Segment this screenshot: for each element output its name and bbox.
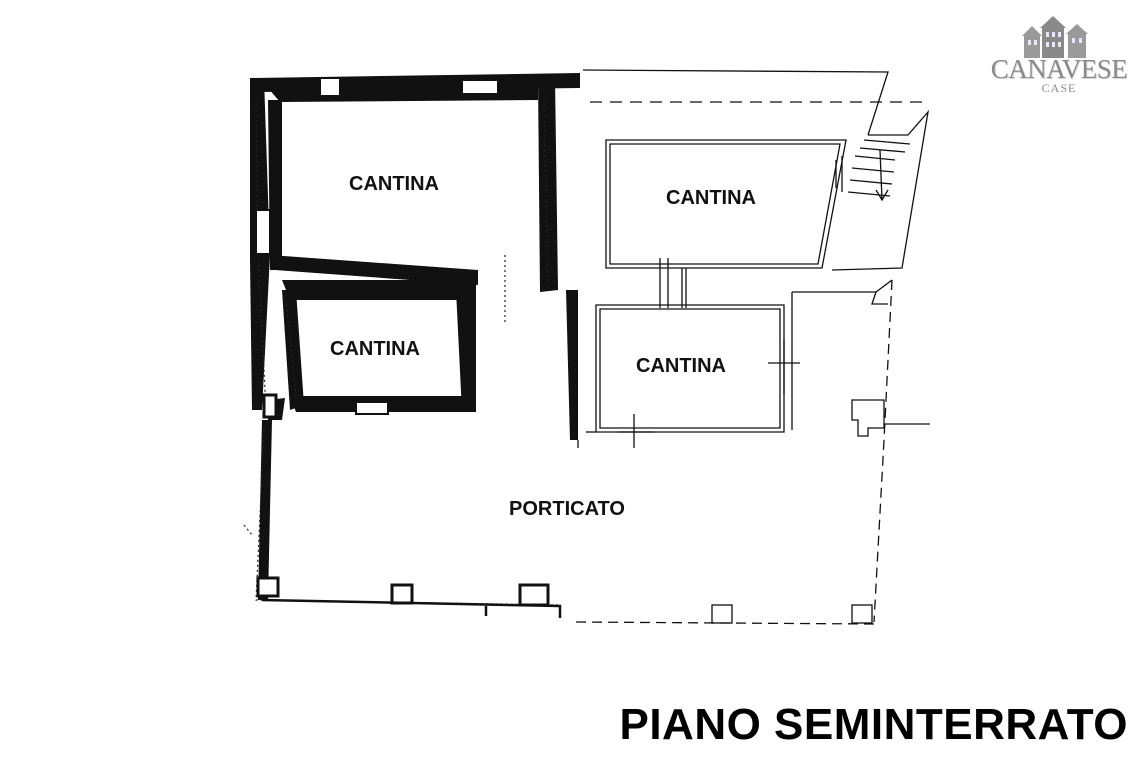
- plan-title: PIANO SEMINTERRATO: [619, 700, 1128, 749]
- label-porticato: PORTICATO: [509, 498, 625, 520]
- houses-icon: [1022, 16, 1088, 58]
- logo-sub: CASE: [1041, 81, 1077, 95]
- label-cantina-mid-right: CANTINA: [636, 355, 726, 377]
- old-wall-openings: [255, 77, 499, 415]
- logo: CANAVESE CASE: [984, 12, 1134, 102]
- label-cantina-top-left: CANTINA: [349, 173, 439, 195]
- porticato-bottom-edge: [261, 598, 562, 618]
- logo-name: CANAVESE: [990, 54, 1128, 84]
- old-building-walls: [250, 73, 580, 600]
- room-labels: CANTINA CANTINA CANTINA CANTINA PORTICAT…: [330, 173, 756, 520]
- label-cantina-mid-left: CANTINA: [330, 338, 420, 360]
- label-cantina-top-right: CANTINA: [666, 187, 756, 209]
- porticato-piers: [256, 393, 550, 607]
- new-building-lines: [575, 69, 930, 625]
